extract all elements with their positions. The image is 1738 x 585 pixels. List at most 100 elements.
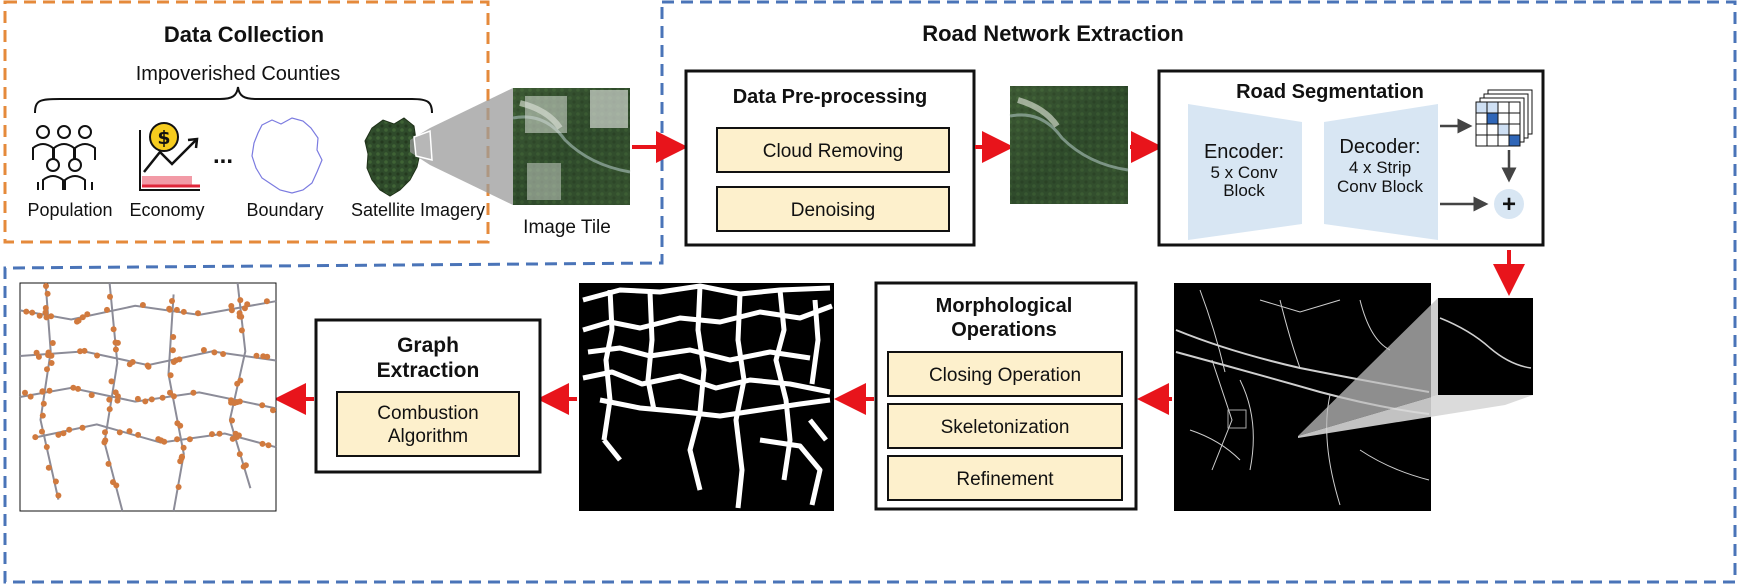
road-graph-node	[220, 351, 227, 357]
impoverished-counties-label: Impoverished Counties	[136, 63, 341, 85]
denoising-step	[716, 186, 950, 232]
road-graph-node	[84, 311, 91, 318]
road-graph-edge	[167, 294, 185, 512]
road-graph-node	[237, 297, 244, 304]
road-graph-node	[45, 352, 52, 359]
road-graph-node	[263, 298, 270, 305]
morphology-title-line1: Morphological	[936, 295, 1073, 317]
road-graph-node	[170, 393, 177, 400]
road-graph-node	[169, 298, 175, 304]
road-graph-node	[195, 310, 201, 317]
road-graph-node	[39, 412, 46, 419]
morphology-title-line2: Operations	[951, 319, 1057, 341]
road-graph-node	[70, 384, 77, 391]
road-graph-node	[105, 460, 112, 467]
road-graph-node	[116, 429, 123, 436]
road-graph-node	[216, 430, 223, 437]
road-graph-node	[135, 431, 142, 438]
road-graph-edge	[103, 282, 124, 512]
road-graph-node	[167, 372, 174, 379]
county-satellite-icon	[364, 117, 421, 197]
road-graph-node	[180, 308, 187, 315]
satellite-imagery-label: Satellite Imagery	[351, 200, 485, 220]
road-graph-node	[177, 422, 184, 429]
road-network-title: Road Network Extraction	[922, 21, 1184, 46]
road-graph-node	[228, 307, 235, 314]
road-graph-node	[144, 362, 151, 369]
road-graph-node	[36, 312, 43, 319]
road-graph-node	[106, 406, 113, 413]
combustion-algorithm-line2: Algorithm	[388, 426, 468, 447]
road-graph-node	[77, 348, 84, 355]
road-graph-node	[52, 478, 59, 485]
closing-operation-label: Closing Operation	[929, 365, 1081, 386]
road-graph-node	[94, 352, 101, 359]
road-graph-node	[35, 353, 42, 360]
road-graph-node	[79, 314, 86, 321]
road-graph-node	[66, 426, 73, 433]
road-graph-node	[22, 389, 28, 396]
road-graph-node	[161, 438, 168, 445]
economy-chart-icon: $	[139, 122, 200, 191]
image-tile-label: Image Tile	[523, 217, 611, 238]
mask-zoom-projection	[1298, 298, 1438, 436]
road-graph-node	[75, 385, 81, 392]
cloud-removing-label: Cloud Removing	[763, 141, 903, 162]
cleaned-image-tile	[1009, 86, 1129, 204]
road-graph-node	[148, 396, 155, 403]
road-graph-node	[55, 431, 62, 438]
refinement-label: Refinement	[956, 469, 1054, 490]
road-graph-node	[238, 327, 245, 334]
road-graph-node	[134, 395, 141, 402]
add-operator	[1494, 189, 1524, 219]
road-graph-node	[174, 436, 181, 443]
graph-extraction-title-line1: Graph	[397, 334, 459, 357]
road-network-frame	[3, 0, 1737, 584]
add-operator-symbol: +	[1502, 191, 1516, 218]
road-graph-node	[172, 357, 179, 364]
road-segmentation-title: Road Segmentation	[1236, 81, 1424, 103]
road-graph-nodes	[22, 283, 276, 499]
road-graph-node	[81, 347, 88, 354]
road-graph-node	[114, 339, 121, 346]
road-graph-node	[44, 366, 50, 373]
road-graph-node	[113, 482, 120, 489]
road-graph-node	[46, 387, 53, 394]
grouping-brace	[34, 86, 433, 114]
population-label: Population	[27, 200, 112, 220]
road-graph-node	[40, 400, 47, 407]
road-skeleton-map	[579, 283, 834, 511]
attention-matrix-icon	[1475, 89, 1533, 147]
refinement-step	[887, 455, 1123, 501]
road-graph-node	[43, 314, 50, 321]
image-tile	[512, 88, 631, 205]
road-graph-node	[155, 436, 162, 443]
encoder-title: Encoder:	[1204, 141, 1284, 163]
road-graph-node	[209, 431, 215, 438]
encoder-line1: 5 x Conv	[1210, 163, 1278, 182]
road-graph	[19, 282, 277, 512]
road-graph-node	[236, 451, 243, 458]
road-graph-node	[126, 361, 133, 368]
road-graph-node	[45, 464, 52, 471]
road-graph-node	[170, 334, 177, 340]
boundary-label: Boundary	[246, 200, 323, 220]
road-graph-node	[270, 407, 276, 414]
road-graph-node	[265, 442, 272, 449]
graph-extraction-title-line2: Extraction	[377, 359, 480, 382]
dollar-symbol: $	[157, 127, 170, 149]
road-graph-node	[42, 309, 49, 316]
road-graph-node	[102, 437, 109, 444]
road-graph-node	[234, 380, 241, 387]
road-graph-node	[43, 444, 50, 450]
road-graph-node	[102, 429, 108, 436]
mask-zoom-inset	[1438, 298, 1533, 395]
road-graph-node	[236, 313, 243, 320]
road-graph-node	[49, 340, 56, 346]
road-graph-node	[175, 484, 182, 490]
skeletonization-label: Skeletonization	[941, 417, 1070, 438]
road-graph-node	[167, 389, 173, 396]
road-graph-node	[228, 399, 235, 406]
denoising-label: Denoising	[791, 200, 876, 221]
